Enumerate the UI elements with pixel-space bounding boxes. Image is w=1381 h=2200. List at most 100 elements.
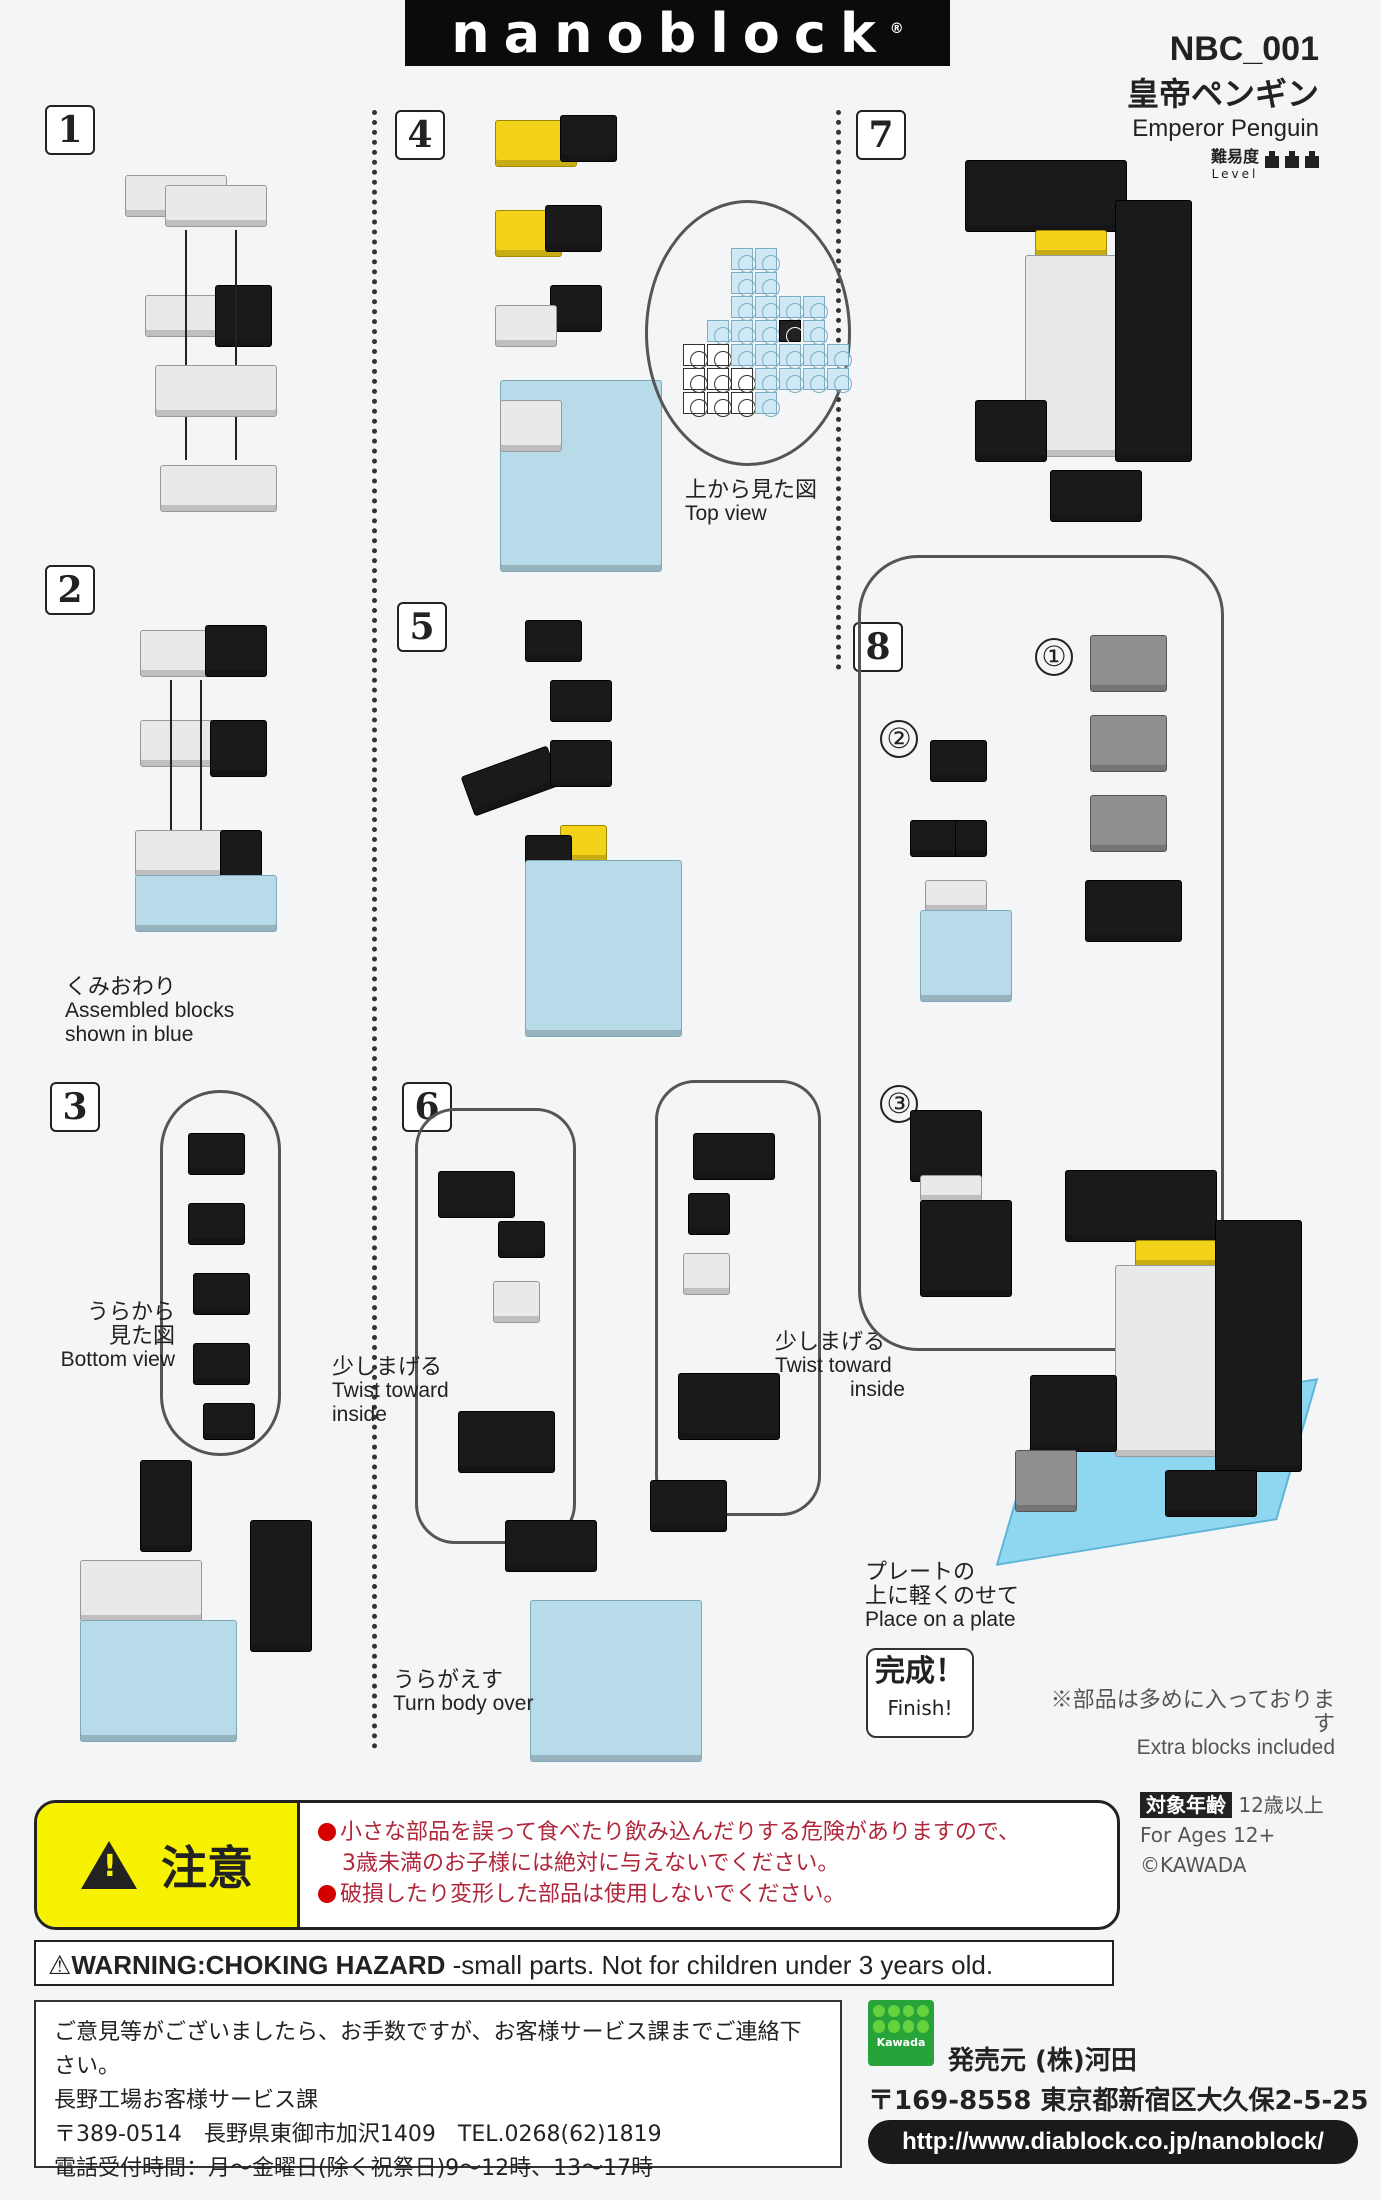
stud-cell [731,320,756,345]
top-view-note: 上から見た図 Top view [685,477,818,526]
stud-cell [779,368,804,393]
stud-cell [707,392,732,417]
brick-white [160,465,277,512]
step-number-7: 7 [856,110,906,160]
bottom-view-bubble [160,1090,281,1456]
kawada-logo: Kawada [868,2000,934,2066]
stud-cell [779,320,804,345]
stud-cell [755,344,780,369]
age-value: 12歳以上 [1238,1793,1324,1817]
step-2-illustration [130,610,290,940]
stud-cell [755,296,780,321]
stud-cell [731,296,756,321]
age-label: 対象年齢 [1140,1792,1232,1818]
finish-badge: 完成！ Finish! [866,1648,974,1738]
twist-note-left: 少しまげる Twist toward inside [332,1354,449,1427]
stud-cell [707,344,732,369]
nanoblock-logo: nanoblock® [405,0,950,66]
step-4-illustration [490,110,670,580]
bullet-icon [318,1885,336,1903]
stud-cell [731,392,756,417]
stud-cell [803,296,828,321]
stud-cell [755,248,780,273]
column-divider [372,110,377,1750]
registered-mark: ® [889,21,904,37]
caution-label: 注意 [37,1803,300,1927]
stud-cell [803,344,828,369]
brick-white [145,295,217,337]
stud-cell [731,248,756,273]
stud-cell [755,392,780,417]
substep-3: ③ [880,1085,918,1123]
choking-hazard-warning: ⚠WARNING:CHOKING HAZARD -small parts. No… [34,1940,1114,1986]
copyright: ©KAWADA [1140,1853,1247,1877]
age-info: 対象年齢 12歳以上 For Ages 12+ ©KAWADA [1140,1790,1324,1880]
level-label-jp: 難易度 [1210,147,1259,166]
step-7-penguin-illustration [945,140,1205,560]
level-label-en: Level [1211,167,1259,181]
turn-over-note: うらがえす Turn body over [393,1667,534,1716]
stud-cell [779,344,804,369]
step-number-8: 8 [853,622,903,672]
stud-cell [707,368,732,393]
stud-cell [683,368,708,393]
step-number-5: 5 [397,602,447,652]
top-view-grid [683,248,852,417]
step-5-illustration [460,610,690,1040]
stud-cell [707,320,732,345]
bullet-icon [318,1823,336,1841]
website-link[interactable]: http://www.diablock.co.jp/nanoblock/ [868,2120,1358,2164]
twist-note-right: 少しまげる Twist toward inside [775,1329,905,1402]
substep-3-illustration [905,1110,1015,1300]
step-3-illustration [80,1460,360,1760]
stud-cell [827,368,852,393]
age-en: For Ages 12+ [1140,1823,1276,1847]
step-number-3: 3 [50,1082,100,1132]
level-block-icon [1265,151,1279,168]
stud-cell [803,368,828,393]
assembled-note: くみおわり Assembled blocks shown in blue [65,974,235,1047]
stud-cell [731,368,756,393]
brick-black [215,285,272,347]
level-block-icon [1285,151,1299,168]
product-name-jp: 皇帝ペンギン [1126,75,1319,113]
stud-cell [731,344,756,369]
brick-white [165,185,267,227]
substep-2-illustration [905,730,1015,1020]
plate-note: プレートの 上に軽くのせて Place on a plate [865,1559,1020,1632]
customer-service-box: ご意見等がございましたら、お手数ですが、お客様サービス課までご連絡下さい。 長野… [34,2000,842,2181]
left-twist-bubble [415,1108,576,1544]
caution-text: 小さな部品を誤って食べたり飲み込んだりする危険がありますので、 3歳未満のお子様… [300,1803,1038,1927]
stud-cell [779,296,804,321]
stud-cell [731,272,756,297]
seller-name: 発売元 (株)河田 [948,2046,1137,2076]
stud-cell [827,344,852,369]
final-penguin-illustration [985,1150,1345,1566]
top-view-bubble [645,200,852,466]
step-number-2: 2 [45,565,95,615]
stud-cell [683,344,708,369]
right-twist-bubble [655,1080,821,1516]
level-block-icon [1305,151,1319,168]
step-6-illustration [500,1460,730,1762]
seller-address: 〒169-8558 東京都新宿区大久保2-5-25 [868,2086,1369,2116]
step-number-4: 4 [395,110,445,160]
stud-cell [803,320,828,345]
arrow-down [235,230,237,460]
step-1-illustration [125,145,325,515]
substep-1: ① [1035,638,1073,676]
arrow-down [185,230,187,460]
stud-cell [683,392,708,417]
substeps-bubble [858,555,1224,1351]
stud-cell [755,368,780,393]
substep-2: ② [880,720,918,758]
product-code: NBC_001 [1169,30,1319,68]
step-number-1: 1 [45,105,95,155]
brand-name: nanoblock [451,2,890,65]
bottom-view-note: うらから 見た図 Bottom view [60,1299,175,1372]
warning-triangle-icon [81,1841,137,1889]
caution-box: 注意 小さな部品を誤って食べたり飲み込んだりする危険がありますので、 3歳未満の… [34,1800,1120,1930]
brick-white [155,365,277,417]
